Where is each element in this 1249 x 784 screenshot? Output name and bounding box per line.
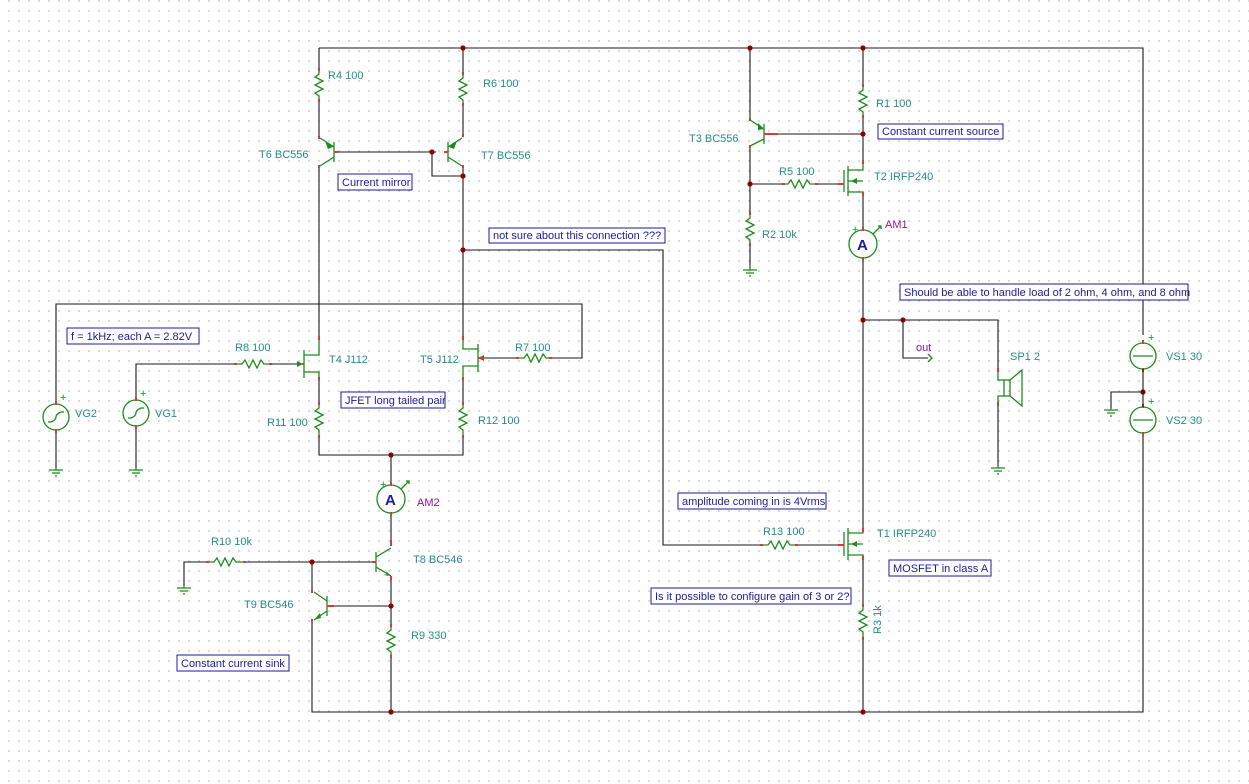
label-r8: R8 100 [235, 342, 270, 354]
label-r6: R6 100 [483, 78, 518, 90]
jfet-t5 [462, 336, 484, 380]
ammeter-am2: A + [376, 479, 410, 516]
note-amplitude: amplitude coming in is 4Vrms [682, 496, 826, 508]
transistor-t7 [444, 134, 464, 168]
label-t1: T1 IRFP240 [877, 528, 936, 540]
label-r4: R4 100 [328, 70, 363, 82]
svg-text:+: + [60, 392, 66, 404]
note-connection: not sure about this connection ??? [493, 230, 661, 242]
svg-text:+: + [380, 479, 386, 491]
resistor-r8 [234, 358, 272, 370]
label-t8: T8 BC546 [413, 554, 463, 566]
note-freq: f = 1kHz; each A = 2.82V [71, 331, 193, 343]
label-am1: AM1 [885, 219, 908, 231]
label-vs1: VS1 30 [1166, 351, 1202, 363]
label-r1: R1 100 [876, 98, 911, 110]
transistor-t9 [311, 590, 334, 622]
output-terminal [927, 353, 933, 363]
label-r9: R9 330 [411, 630, 446, 642]
resistor-r2 [744, 212, 756, 246]
ground-symbols [49, 268, 1118, 595]
label-r12: R12 100 [478, 415, 520, 427]
ammeter-am1: A + [848, 224, 882, 261]
ammeter-am2-symbol: A [385, 492, 396, 509]
note-gain: Is it possible to configure gain of 3 or… [655, 591, 849, 603]
transistor-t8 [372, 540, 392, 580]
note-jfet: JFET long tailed pair [345, 395, 446, 407]
transistor-t6 [318, 136, 338, 168]
label-vg2: VG2 [75, 408, 97, 420]
label-r5: R5 100 [779, 166, 814, 178]
resistor-r3 [857, 604, 869, 640]
jfet-t4 [297, 336, 320, 380]
note-constant-current-source: Constant current source [882, 126, 999, 138]
label-sp1: SP1 2 [1010, 351, 1040, 363]
label-am2: AM2 [417, 497, 440, 509]
wires [55, 47, 1144, 713]
svg-text:+: + [852, 224, 858, 236]
label-vg1: VG1 [155, 408, 177, 420]
resistor-r12 [457, 402, 469, 438]
transistor-t3 [749, 118, 778, 148]
mosfet-t2 [838, 160, 864, 196]
signal-generator-vg2: + [42, 392, 70, 433]
speaker-sp1 [997, 368, 1023, 408]
label-t3: T3 BC556 [689, 133, 739, 145]
label-r2: R2 10k [762, 229, 797, 241]
label-r11: R11 100 [267, 417, 308, 429]
resistor-r9 [385, 624, 397, 658]
label-r13: R13 100 [763, 526, 805, 538]
svg-text:+: + [1148, 396, 1154, 408]
label-r7: R7 100 [515, 342, 550, 354]
voltage-source-vs1: + [1129, 332, 1157, 392]
note-current-mirror: Current mirror [342, 177, 411, 189]
label-out: out [916, 342, 931, 354]
note-sink: Constant current sink [181, 658, 285, 670]
resistor-r5 [782, 178, 818, 190]
annotation-notes: Current mirror Constant current source n… [66, 123, 1190, 672]
label-t7: T7 BC556 [481, 150, 531, 162]
label-t9: T9 BC546 [244, 599, 294, 611]
resistor-r11 [313, 402, 325, 438]
resistor-r10 [206, 556, 246, 568]
label-t4: T4 J112 [329, 354, 368, 366]
note-load: Should be able to handle load of 2 ohm, … [904, 287, 1190, 299]
label-r10: R10 10k [211, 536, 252, 548]
signal-generator-vg1: + [122, 388, 150, 429]
ammeter-am1-symbol: A [857, 237, 868, 254]
resistor-r1 [857, 84, 869, 118]
component-labels: R4 100 R6 100 T6 BC556 T7 BC556 R1 100 T… [75, 70, 1202, 642]
voltage-source-vs2: + [1129, 392, 1157, 436]
label-vs2: VS2 30 [1166, 415, 1202, 427]
resistor-r6 [457, 72, 469, 106]
label-r3: R3 1k [872, 605, 884, 634]
resistor-r4 [313, 68, 325, 102]
junction-dots [309, 45, 1146, 715]
mosfet-t1 [838, 528, 864, 560]
svg-text:+: + [140, 388, 146, 400]
svg-text:+: + [1148, 332, 1154, 344]
resistor-r13 [760, 539, 798, 551]
label-t5: T5 J112 [420, 354, 459, 366]
resistor-r7 [516, 352, 552, 364]
label-t6: T6 BC556 [259, 149, 309, 161]
label-t2: T2 IRFP240 [874, 171, 933, 183]
note-mosfet: MOSFET in class A [893, 563, 989, 575]
